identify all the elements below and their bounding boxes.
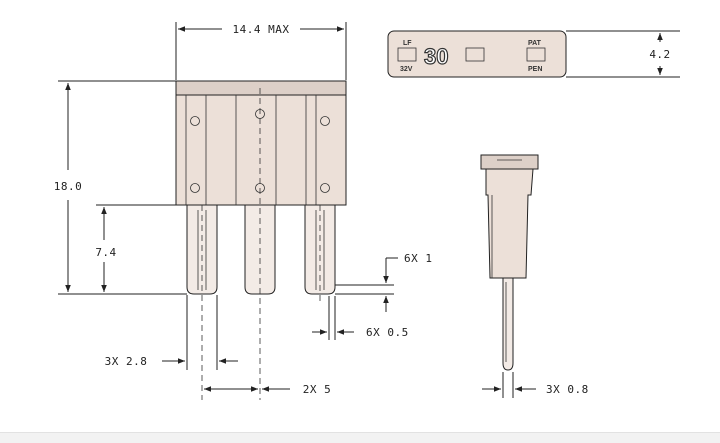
marking-voltage: 32V (400, 66, 413, 73)
side-body (485, 168, 534, 279)
dim-pin-chamfer: 6X 0.5 (312, 296, 409, 340)
center-window (465, 47, 485, 62)
marking-rating: 30 (424, 44, 448, 69)
label-pin-width: 3X 2.8 (105, 355, 148, 368)
label-pin-chamfer: 6X 0.5 (366, 326, 409, 339)
fuse-body (175, 94, 347, 206)
left-window (397, 47, 417, 62)
dim-width-max: 14.4 MAX (175, 22, 347, 80)
right-window (526, 47, 546, 62)
hole-top-right (320, 116, 330, 126)
label-pin-tip-radius: 6X 1 (404, 252, 433, 265)
dim-height: 18.0 (54, 80, 187, 295)
label-body-height: 7.4 (95, 246, 116, 259)
marking-pat: PAT (528, 40, 542, 47)
fuse-top-cap (175, 80, 347, 96)
label-pin-spacing: 2X 5 (303, 383, 332, 396)
side-view (480, 154, 539, 371)
label-label-height: 4.2 (649, 48, 670, 61)
top-view-outline (387, 30, 567, 78)
marking-lf: LF (403, 40, 412, 47)
bottom-band (0, 432, 720, 443)
label-height: 18.0 (54, 180, 83, 193)
dim-pin-spacing: 2X 5 (204, 383, 331, 396)
hole-bottom-right (320, 183, 330, 193)
hole-bottom-left (190, 183, 200, 193)
label-width-max: 14.4 MAX (233, 23, 290, 36)
dim-pin-tip-radius: 6X 1 (335, 252, 433, 312)
top-view: LF 32V 30 PAT PEN (387, 30, 567, 78)
side-top-cap (480, 154, 539, 170)
dim-side-thickness: 3X 0.8 (482, 372, 589, 398)
dim-pin-width: 3X 2.8 (105, 295, 238, 370)
hole-top-left (190, 116, 200, 126)
dim-label-height: 4.2 (566, 30, 680, 78)
front-view (175, 80, 347, 400)
dim-body-height: 7.4 (95, 204, 187, 292)
label-side-thickness: 3X 0.8 (546, 383, 589, 396)
side-pin (502, 277, 514, 371)
marking-pen: PEN (528, 66, 542, 73)
